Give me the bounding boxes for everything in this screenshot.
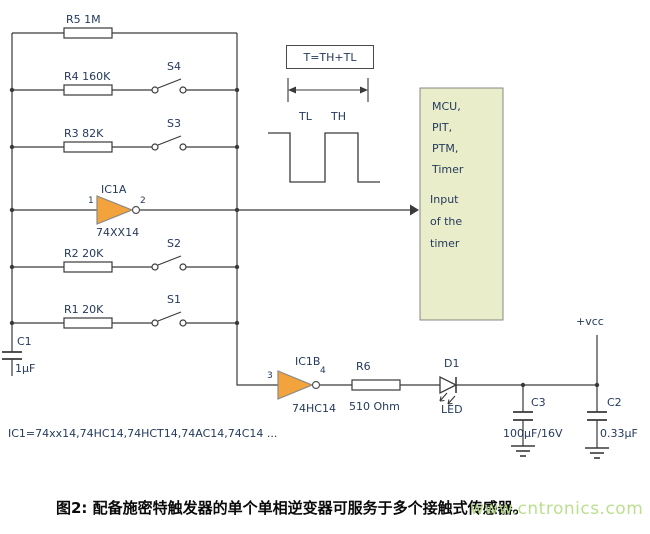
timing-annotation <box>268 78 380 183</box>
ic1a-part-label: 74XX14 <box>96 226 140 239</box>
c2-value-label: 0.33µF <box>600 427 638 440</box>
c2-ground-symbol <box>585 447 609 459</box>
ic1b-pin4-label: 4 <box>320 366 326 376</box>
timing-formula: T=TH+TL <box>303 50 357 64</box>
resistor-r3 <box>63 141 113 153</box>
r3-label: R3 82K <box>64 127 104 140</box>
timing-formula-box: T=TH+TL <box>286 45 374 69</box>
d1-name-label: D1 <box>444 357 460 370</box>
r2-label: R2 20K <box>64 247 104 260</box>
r6-value-label: 510 Ohm <box>349 400 400 413</box>
right-bus-wire <box>236 33 278 386</box>
r4-label: R4 160K <box>64 70 111 83</box>
ic1a-pin1-label: 1 <box>88 196 94 206</box>
ic1b-pin3-label: 3 <box>267 371 273 381</box>
s4-label: S4 <box>167 60 181 73</box>
ground-symbols <box>511 445 609 459</box>
mcu-input-line-2: of the <box>430 215 463 228</box>
switch-s4 <box>151 78 187 94</box>
capacitors <box>2 351 607 421</box>
r5-label: R5 1M <box>66 13 101 26</box>
inverter-ic1b <box>277 370 321 400</box>
ic1a-inversion-bubble <box>131 205 141 215</box>
switch-s2 <box>151 255 187 271</box>
capacitor-c3 <box>513 411 533 421</box>
vcc-label: +vcc <box>576 315 604 328</box>
resistor-r5 <box>63 27 113 39</box>
dim-arrow-right <box>360 86 368 94</box>
switches <box>151 78 187 327</box>
th-label: TH <box>331 110 346 123</box>
led-d1 <box>439 375 458 405</box>
tl-label: TL <box>299 110 312 123</box>
ic-substitution-note: IC1=74xx14,74HC14,74HCT14,74AC14,74C14 .… <box>8 427 278 440</box>
c1-value-label: 1µF <box>15 362 36 375</box>
figure-caption: 图2: 配备施密特触发器的单个单相逆变器可服务于多个接触式传感器。 <box>56 499 528 517</box>
c3-ground-symbol <box>511 445 535 457</box>
c1-name-label: C1 <box>17 335 32 348</box>
ic1a-pin2-label: 2 <box>140 196 146 206</box>
junction-dots <box>9 87 600 388</box>
capacitor-c2 <box>587 411 607 421</box>
watermark-text: www.cntronics.com <box>470 499 644 519</box>
square-wave-trace <box>268 132 380 183</box>
d1-type-label: LED <box>441 403 463 416</box>
ic1b-name-label: IC1B <box>295 355 321 368</box>
mcu-line-3: PTM, <box>432 142 459 155</box>
resistor-r4 <box>63 84 113 96</box>
ic1b-inversion-bubble <box>311 380 321 390</box>
resistors <box>63 27 401 391</box>
c2-name-label: C2 <box>607 396 622 409</box>
s3-label: S3 <box>167 117 181 130</box>
c3-value-label: 100µF/16V <box>503 427 563 440</box>
mcu-line-2: PIT, <box>432 121 453 134</box>
r6-name-label: R6 <box>356 360 371 373</box>
resistor-r2 <box>63 261 113 273</box>
c3-name-label: C3 <box>531 396 546 409</box>
s2-label: S2 <box>167 237 181 250</box>
inverter-ic1a <box>96 195 141 225</box>
capacitor-c1 <box>2 351 22 360</box>
resistor-r1 <box>63 317 113 329</box>
switch-s3 <box>151 135 187 151</box>
dim-arrow-left <box>288 86 296 94</box>
ic1a-name-label: IC1A <box>101 183 127 196</box>
mcu-input-line-3: timer <box>430 237 460 250</box>
led-emission-arrows <box>439 392 456 405</box>
s1-label: S1 <box>167 293 181 306</box>
mcu-box <box>419 87 504 321</box>
arrow-to-mcu <box>410 204 419 216</box>
ic1b-part-label: 74HC14 <box>292 402 336 415</box>
switch-s1 <box>151 311 187 327</box>
mcu-line-4: Timer <box>432 163 464 176</box>
mcu-line-1: MCU, <box>432 100 461 113</box>
mcu-input-line-1: Input <box>430 193 459 206</box>
resistor-r6 <box>351 379 401 391</box>
r1-label: R1 20K <box>64 303 104 316</box>
wires <box>11 32 598 448</box>
